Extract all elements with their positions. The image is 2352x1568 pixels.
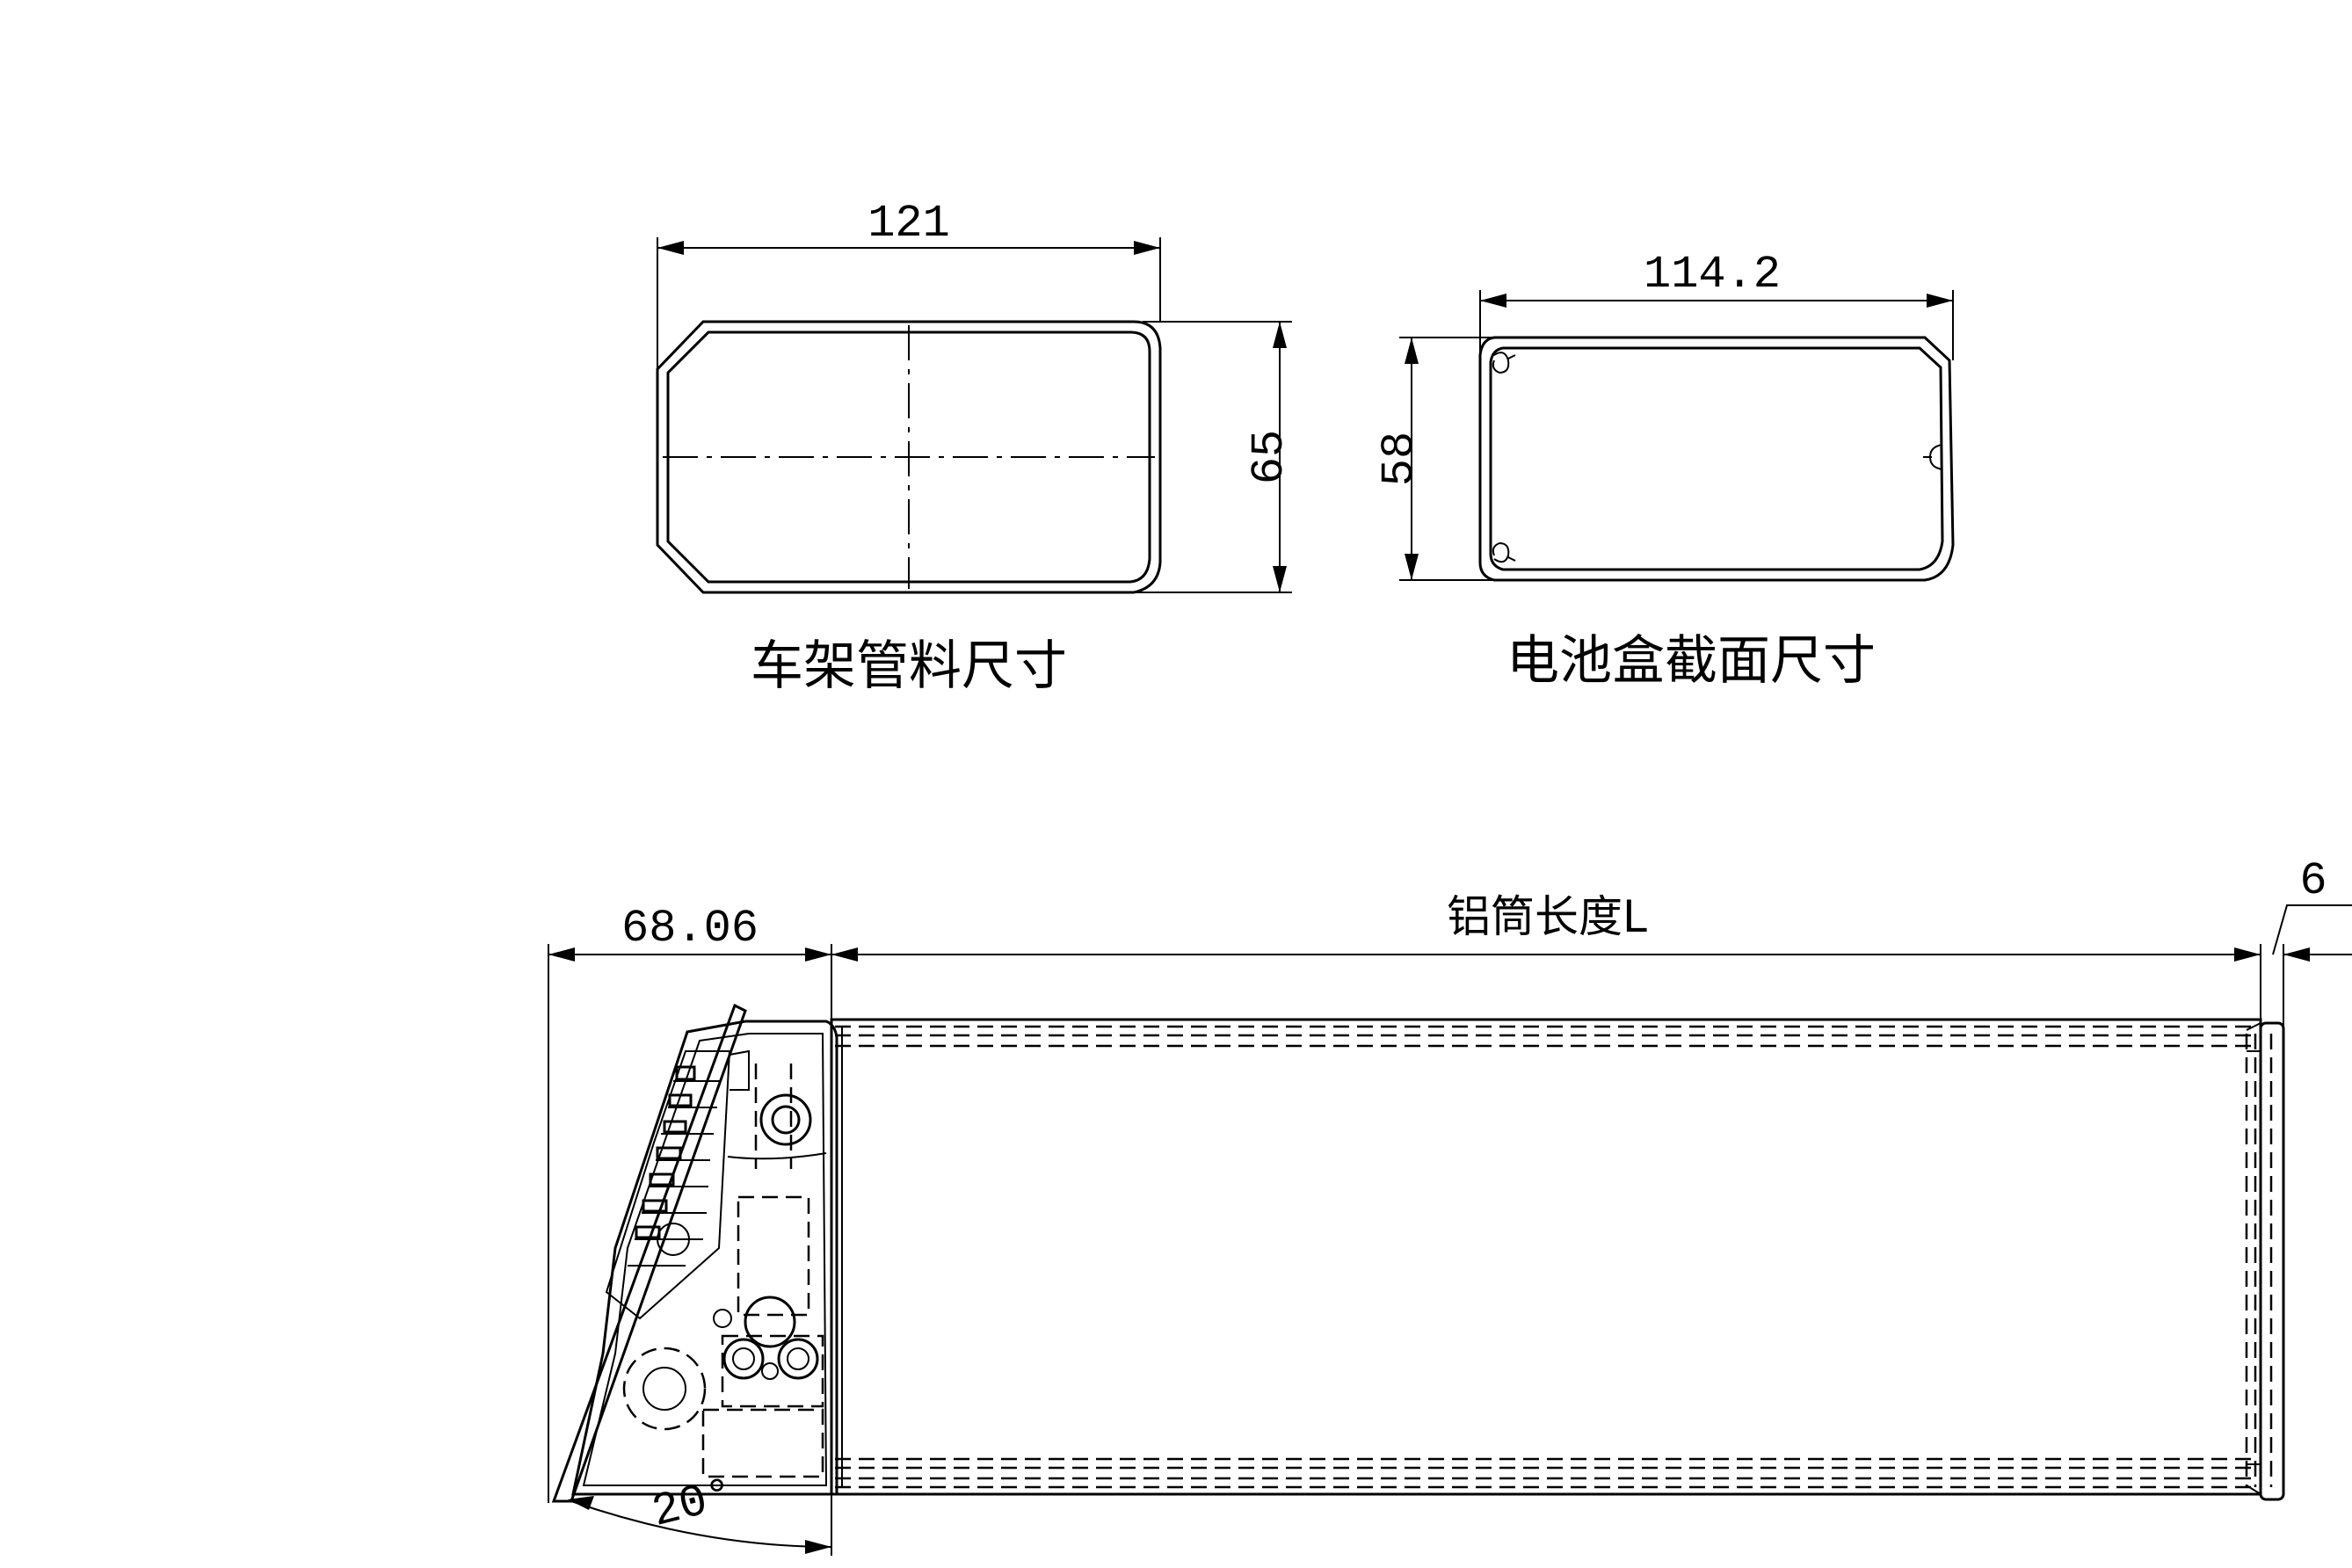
- battery-box-width-arrow-right: [1927, 294, 1953, 308]
- battery-side-view: 68.06 铝筒长度L 6: [548, 855, 2352, 1556]
- screw-right-outer: [777, 1338, 819, 1380]
- battery-box-caption: 电池盒截面尺寸: [1506, 630, 1876, 692]
- upper-connector-outer: [759, 1093, 812, 1146]
- end-dim: 6: [2299, 855, 2327, 907]
- angle-arrow-left: [568, 1496, 594, 1510]
- right-end-cap-outline: [2259, 1021, 2285, 1501]
- right-end-cap-corner-bottom: [2246, 1463, 2261, 1495]
- terminal-block-ribs: [628, 1080, 721, 1267]
- frame-tube-inner-profile: [666, 330, 1151, 584]
- endcap-dim-arrow-left: [548, 947, 575, 962]
- frame-tube-width-arrow-left: [657, 241, 684, 255]
- battery-box-section: 114.2 58 电池盒截面尺寸: [1374, 249, 1955, 692]
- tube-length-label: 铝筒长度L: [1447, 891, 1647, 942]
- battery-box-screw-slot-top-left: [1492, 352, 1516, 374]
- side-hole-1: [657, 1223, 690, 1256]
- frame-tube-caption: 车架管料尺寸: [751, 635, 1067, 697]
- angle-arc: [570, 1500, 832, 1548]
- frame-tube-height-dim: 65: [1244, 430, 1296, 484]
- battery-box-screw-slot-right: [1923, 444, 1943, 470]
- housing-bracket: [727, 1049, 827, 1160]
- screw-left-inner: [732, 1347, 755, 1370]
- large-port-dashed: [622, 1347, 707, 1431]
- screw-right-inner: [787, 1347, 809, 1370]
- terminal-block-notches: [635, 1065, 696, 1239]
- large-port-inner: [642, 1367, 686, 1411]
- left-end-cap-housing-outline: [571, 1020, 838, 1496]
- battery-box-height-arrow-bottom: [1405, 554, 1419, 580]
- angle-arrow-right: [805, 1540, 831, 1554]
- screw-left-outer: [722, 1338, 765, 1380]
- frame-tube-width-arrow-right: [1134, 241, 1160, 255]
- terminal-block-outline: [605, 1050, 731, 1320]
- endcap-dim-arrow-right: [805, 947, 831, 962]
- frame-tube-height-arrow-bottom: [1273, 566, 1287, 592]
- battery-box-width-arrow-left: [1480, 294, 1506, 308]
- right-end-cap-corner-top: [2246, 1022, 2261, 1052]
- frame-tube-section: 121 65 车架管料尺寸: [656, 198, 1296, 697]
- end-dim-arrow-right: [2283, 947, 2310, 962]
- tube-length-arrow-right: [2234, 947, 2261, 962]
- battery-box-outer-profile: [1478, 336, 1955, 582]
- frame-tube-height-arrow-top: [1273, 322, 1287, 348]
- battery-box-width-dim: 114.2: [1644, 249, 1781, 301]
- angle-label: 20°: [647, 1469, 739, 1539]
- housing-dashed-box-upper: [737, 1195, 810, 1317]
- right-end-cap: [2245, 1021, 2285, 1501]
- tube-length-arrow-left: [831, 947, 858, 962]
- left-end-cap-inner-outline: [582, 1033, 828, 1486]
- endcap-dim: 68.06: [621, 903, 759, 955]
- battery-box-inner-profile: [1489, 346, 1944, 571]
- left-end-cap: [551, 1003, 838, 1503]
- upper-connector-inner: [771, 1105, 801, 1135]
- housing-dashed-box-lower: [701, 1408, 824, 1478]
- battery-box-height-arrow-top: [1405, 338, 1419, 364]
- side-hole-2: [713, 1309, 732, 1328]
- housing-dashed-vertical: [754, 1063, 793, 1169]
- mid-connector-outer: [744, 1296, 796, 1348]
- end-dim-leader: [2272, 904, 2352, 955]
- housing-dashed-box-mid: [721, 1334, 824, 1408]
- battery-box-height-dim: 58: [1374, 432, 1426, 486]
- screw-center: [761, 1362, 779, 1380]
- frame-tube-width-dim: 121: [867, 198, 950, 250]
- battery-box-screw-slot-bottom-left: [1492, 541, 1516, 563]
- tube-outer-outline: [830, 1018, 2262, 1496]
